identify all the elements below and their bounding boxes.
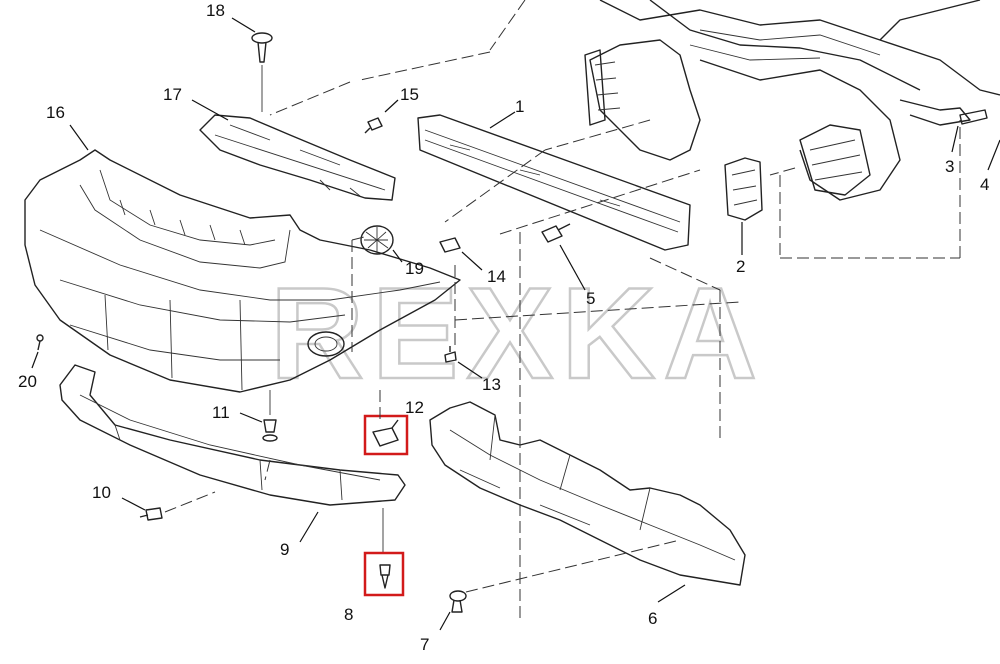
callout-17: 17 bbox=[163, 85, 182, 104]
callout-14: 14 bbox=[487, 267, 506, 286]
part-20-push-pin bbox=[31, 334, 44, 369]
part-18-push-pin bbox=[231, 17, 273, 112]
part-6-energy-absorber bbox=[429, 401, 746, 603]
part-8-screw bbox=[363, 508, 405, 597]
callout-7: 7 bbox=[420, 635, 429, 654]
callout-12: 12 bbox=[405, 398, 424, 417]
callout-8: 8 bbox=[344, 605, 353, 624]
callout-3: 3 bbox=[945, 157, 954, 176]
part-16-bumper-fascia bbox=[24, 124, 461, 393]
part-12-clip bbox=[363, 414, 409, 456]
callout-11: 11 bbox=[212, 403, 230, 422]
callout-16: 16 bbox=[46, 103, 65, 122]
part-15-screw bbox=[364, 99, 399, 134]
part-10-push-pin bbox=[121, 491, 216, 521]
callout-10: 10 bbox=[92, 483, 111, 502]
vehicle-frame bbox=[584, 0, 1000, 201]
part-5-bolt bbox=[541, 223, 586, 291]
construction-lines bbox=[264, 0, 961, 620]
part-19-fog-lamp-cover bbox=[360, 225, 403, 263]
highlight-box-12 bbox=[363, 414, 409, 456]
part-9-lower-deflector bbox=[59, 364, 406, 543]
callout-19: 19 bbox=[405, 259, 424, 278]
part-7-push-pin bbox=[439, 539, 681, 631]
part-13-push-pin bbox=[444, 346, 483, 379]
callout-5: 5 bbox=[586, 289, 595, 308]
callout-13: 13 bbox=[482, 375, 501, 394]
callout-18: 18 bbox=[206, 1, 225, 20]
callout-6: 6 bbox=[648, 609, 657, 628]
callout-1: 1 bbox=[515, 97, 524, 116]
part-14-clip bbox=[439, 237, 483, 271]
watermark-text: REXKA bbox=[270, 260, 765, 406]
callout-4: 4 bbox=[980, 175, 989, 194]
part-11-push-pin bbox=[239, 390, 278, 442]
highlight-box-8 bbox=[363, 551, 405, 597]
part-17-grille-bracket bbox=[191, 99, 396, 201]
callout-labels: 1 2 3 4 5 6 7 8 9 10 11 12 13 14 15 16 1… bbox=[18, 1, 989, 654]
part-2-bracket bbox=[724, 157, 763, 255]
part-1-impact-bar bbox=[417, 111, 691, 251]
callout-20: 20 bbox=[18, 372, 37, 391]
callout-2: 2 bbox=[736, 257, 745, 276]
callout-15: 15 bbox=[400, 85, 419, 104]
part-3 bbox=[959, 109, 988, 125]
callout-9: 9 bbox=[280, 540, 289, 559]
